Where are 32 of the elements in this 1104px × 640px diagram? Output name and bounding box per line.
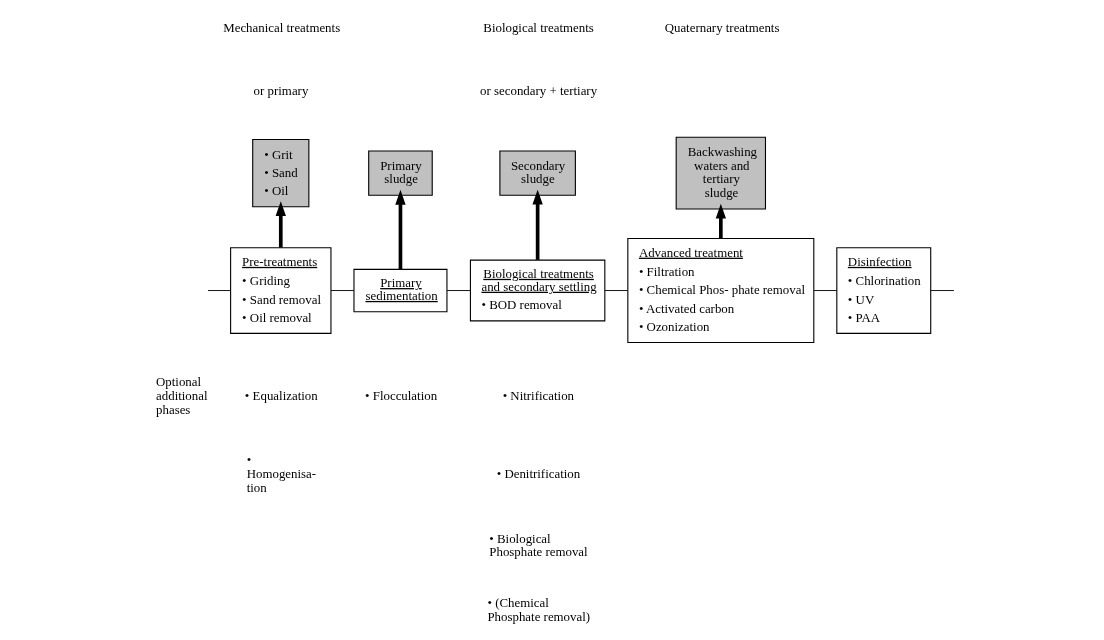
label: • Equalization: [244, 388, 318, 403]
connector: [930, 290, 955, 291]
node-box: Advanced treatment • Filtration • Chemical Phos- phate removal • Activated carbon • Ozonization: [627, 238, 815, 344]
label: • Nitrification: [502, 388, 575, 403]
connector: [446, 290, 471, 291]
node-box: Secondary sludge: [499, 150, 576, 196]
label: • Flocculation: [365, 388, 438, 403]
node-box: Backwashing waters and tertiary sludge: [675, 136, 766, 210]
arrow: [275, 201, 286, 248]
arrow: [715, 203, 726, 239]
node-box: Primary sludge: [368, 150, 433, 196]
label: Mechanical treatments: [223, 21, 341, 36]
label: • (Chemical Phosphate removal): [487, 595, 591, 624]
label: or primary: [253, 83, 309, 98]
arrow: [395, 189, 406, 270]
connector: [813, 290, 838, 291]
label: Optional additional phases: [156, 375, 208, 417]
node-box: • Grit • Sand • Oil: [252, 139, 310, 208]
node-box: Primary sedimentation: [353, 268, 448, 313]
label: • Biological Phosphate removal: [489, 531, 588, 560]
connector: [207, 290, 231, 291]
label: Biological treatments: [483, 21, 594, 36]
label: • Homogenisa- tion: [246, 453, 317, 495]
label: Quaternary treatments: [664, 21, 780, 36]
node-box: Disinfection • Chlorination • UV • PAA: [836, 247, 932, 334]
node-box: Biological treatments and secondary settling • BOD removal: [469, 259, 606, 322]
label: • Denitrification: [496, 467, 581, 482]
connector: [330, 290, 355, 291]
arrow: [532, 189, 543, 260]
connector: [604, 290, 628, 291]
label: or secondary + tertiary: [480, 83, 598, 98]
node-box: Pre-treatments • Griding • Sand removal • Oil removal: [230, 247, 332, 334]
